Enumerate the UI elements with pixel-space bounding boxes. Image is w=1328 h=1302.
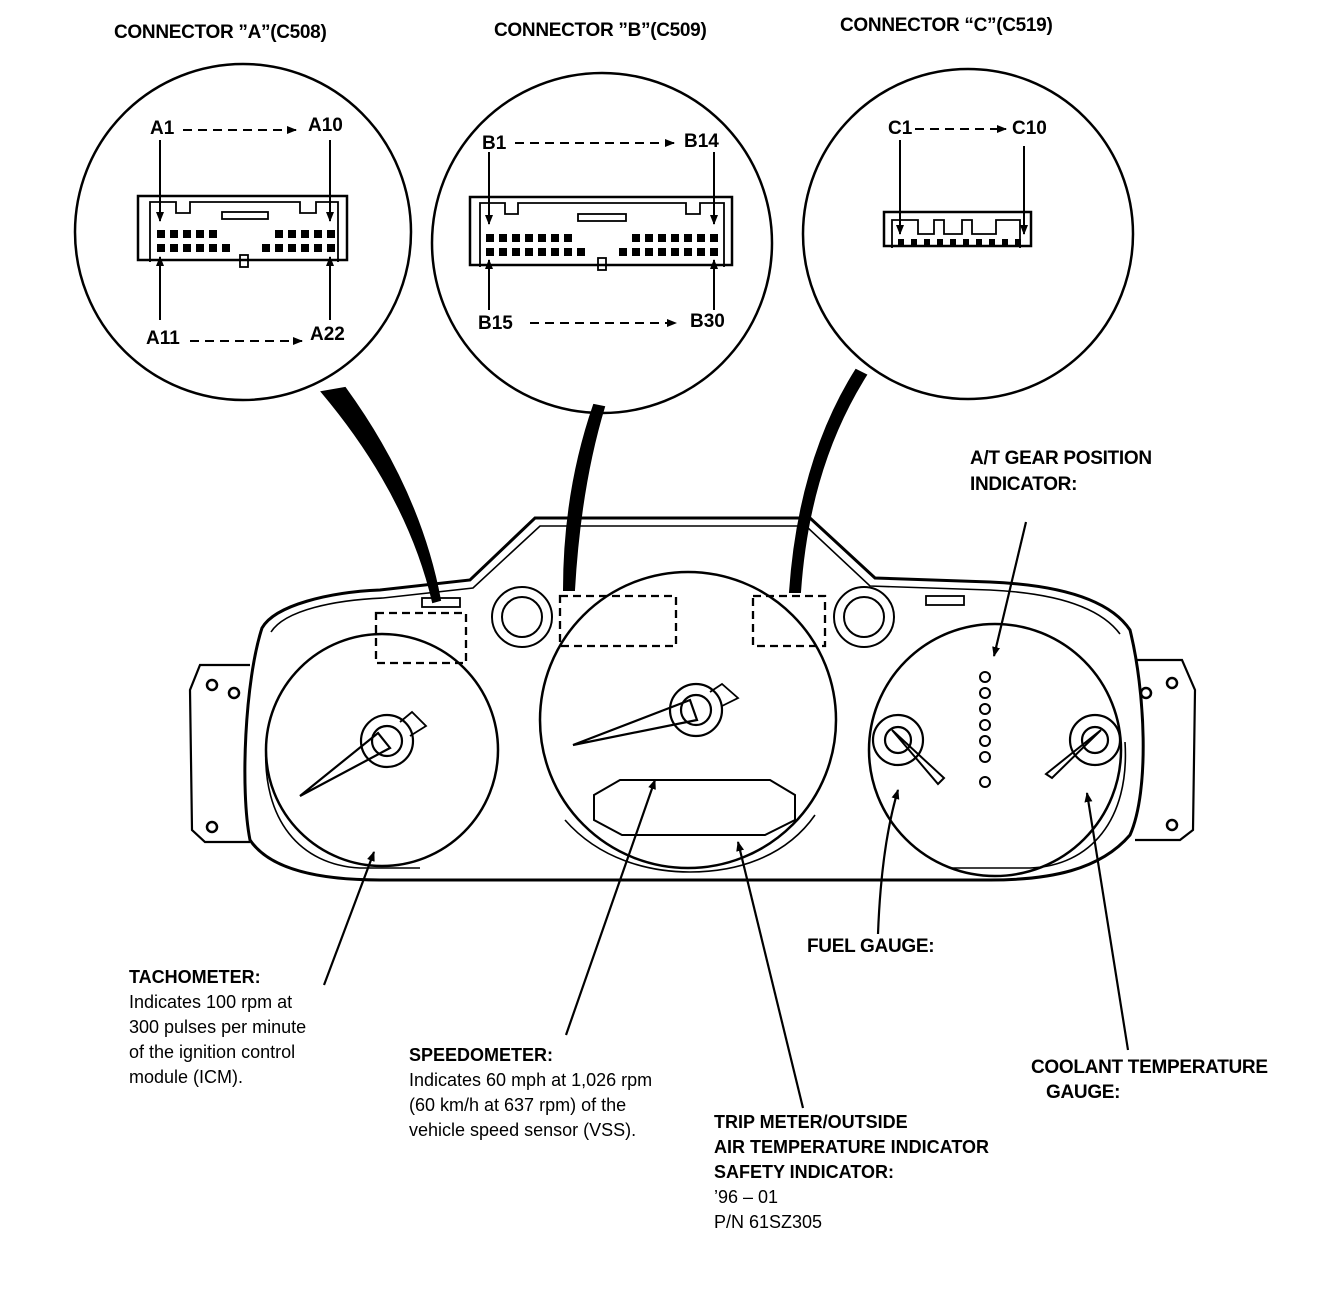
tachometer-title: TACHOMETER: [129,967,261,987]
pin-label-b1: B1 [482,133,507,154]
pin-label-c10: C10 [1012,118,1047,139]
instrument-cluster [188,516,1197,882]
speedometer-line: vehicle speed sensor (VSS). [409,1120,637,1140]
trip-meter-callout: TRIP METER/OUTSIDE AIR TEMPERATURE INDIC… [714,1110,989,1235]
pin-label-a22: A22 [310,324,345,345]
trip-meter-years: ’96 – 01 [714,1187,779,1207]
trip-meter-line3: SAFETY INDICATOR: [714,1162,895,1182]
tachometer-line: of the ignition control [129,1042,296,1062]
speedometer-callout: SPEEDOMETER: Indicates 60 mph at 1,026 r… [409,1043,652,1143]
connector-b-detail [430,71,774,591]
pin-label-a10: A10 [308,115,343,136]
tachometer-callout: TACHOMETER: Indicates 100 rpm at 300 pul… [129,965,306,1090]
tachometer-line: module (ICM). [129,1067,244,1087]
speedometer-title: SPEEDOMETER: [409,1045,554,1065]
connector-a-detail [73,62,442,604]
coolant-label-line2: GAUGE: [1046,1082,1121,1103]
connector-c-title: CONNECTOR “C”(C519) [840,15,1053,36]
connector-b-title: CONNECTOR ”B”(C509) [494,20,707,41]
callout-leaders [322,521,1130,1109]
pin-label-b14: B14 [684,131,719,152]
connector-c-detail [788,67,1135,593]
tachometer-line: 300 pulses per minute [129,1017,307,1037]
coolant-label-line1: COOLANT TEMPERATURE [1031,1057,1268,1078]
pin-label-b30: B30 [690,311,725,332]
fuel-gauge-label: FUEL GAUGE: [807,936,935,957]
pin-label-a11: A11 [146,328,180,349]
pin-label-c1: C1 [888,118,913,139]
gear-position-label-line2: INDICATOR: [970,474,1078,495]
trip-meter-line1: TRIP METER/OUTSIDE [714,1112,908,1132]
speedometer-line: Indicates 60 mph at 1,026 rpm [409,1070,653,1090]
trip-meter-part-number: P/N 61SZ305 [714,1212,823,1232]
gear-position-label-line1: A/T GEAR POSITION [970,448,1152,469]
tachometer-line: Indicates 100 rpm at [129,992,293,1012]
connector-a-title: CONNECTOR ”A”(C508) [114,22,327,43]
pin-label-a1: A1 [150,118,175,139]
pin-label-b15: B15 [478,313,513,334]
speedometer-line: (60 km/h at 637 rpm) of the [409,1095,627,1115]
trip-meter-line2: AIR TEMPERATURE INDICATOR [714,1137,990,1157]
